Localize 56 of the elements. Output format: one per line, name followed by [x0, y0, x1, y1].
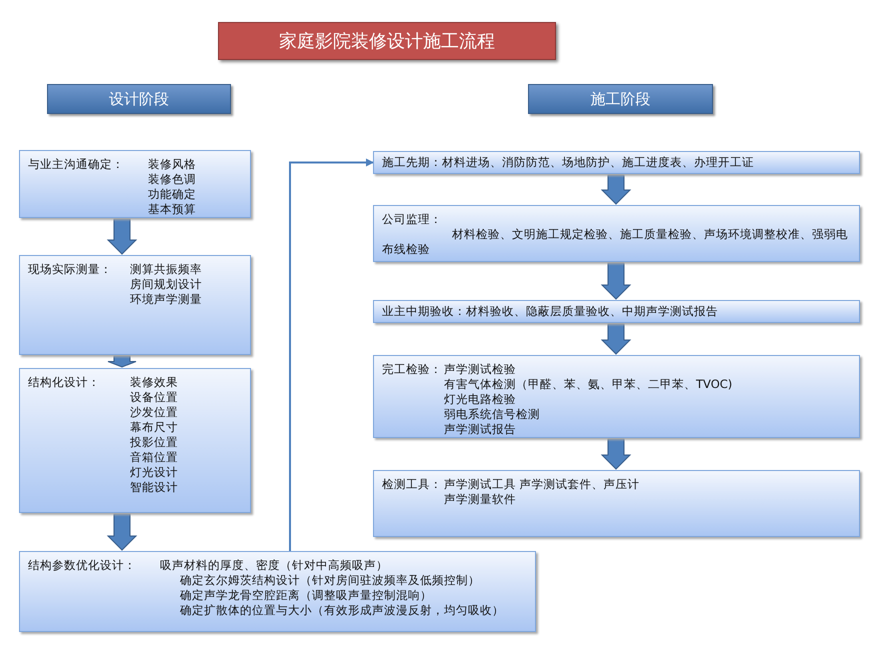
step-text: 确定声学龙骨空腔距离（调整吸声量控制混响） [180, 588, 432, 603]
step-text: 灯光电路检验 [444, 392, 516, 407]
process-box [373, 355, 860, 438]
step-text: 吸声材料的厚度、密度（针对中高频吸声） [160, 558, 388, 573]
step-text: 装修色调 [148, 172, 196, 187]
step-text: 基本预算 [148, 202, 196, 217]
stage-header: 设计阶段 [47, 84, 231, 114]
step-text: 业主中期验收：材料验收、隐蔽层质量验收、中期声学测试报告 [382, 304, 718, 319]
step-text: 设备位置 [130, 390, 178, 405]
process-box [19, 255, 251, 355]
title-box: 家庭影院装修设计施工流程 [218, 22, 556, 60]
step-text: 幕布尺寸 [130, 420, 178, 435]
step-text: 公司监理： [382, 212, 442, 227]
step-text: 投影位置 [130, 435, 178, 450]
step-text: 有害气体检测（甲醛、苯、氨、甲苯、二甲苯、TVOC) [444, 377, 732, 392]
arrow [106, 218, 138, 255]
step-text: 声学测试工具 声学测试套件、声压计 [444, 477, 640, 492]
process-box [19, 368, 251, 513]
arrow [289, 158, 374, 551]
arrow [106, 514, 138, 551]
arrow [600, 262, 632, 300]
step-text: 结构化设计： [28, 375, 100, 390]
stage-header: 施工阶段 [528, 84, 713, 114]
arrow [600, 324, 632, 355]
step-text: 测算共振频率 [130, 262, 202, 277]
process-box [373, 300, 860, 323]
arrow [108, 356, 136, 368]
step-text: 灯光设计 [130, 465, 178, 480]
process-box [19, 551, 536, 632]
step-text: 声学测试检验 [444, 362, 516, 377]
arrow [600, 438, 632, 470]
step-text: 智能设计 [130, 480, 178, 495]
step-text: 确定玄尔姆茨结构设计（针对房间驻波频率及低频控制） [180, 573, 480, 588]
step-text: 装修效果 [130, 375, 178, 390]
step-text: 施工先期：材料进场、消防防范、场地防护、施工进度表、办理开工证 [382, 155, 754, 170]
step-text: 音箱位置 [130, 450, 178, 465]
step-text: 检测工具： [382, 477, 442, 492]
step-text: 确定扩散体的位置与大小（有效形成声波漫反射，均匀吸收） [180, 603, 504, 618]
step-text: 环境声学测量 [130, 292, 202, 307]
process-box [373, 151, 860, 174]
process-box [373, 470, 860, 537]
step-text: 材料检验、文明施工规定检验、施工质量检验、声场环境调整校准、强弱电布线检验 [382, 227, 849, 257]
process-box [19, 150, 251, 218]
step-text: 结构参数优化设计： [28, 558, 136, 573]
step-text: 完工检验： [382, 362, 442, 377]
step-text: 声学测试报告 [444, 422, 516, 437]
step-text: 功能确定 [148, 187, 196, 202]
step-text: 沙发位置 [130, 405, 178, 420]
process-box [373, 205, 860, 262]
step-text: 装修风格 [148, 157, 196, 172]
step-text: 与业主沟通确定： [28, 157, 124, 172]
step-text: 现场实际测量： [28, 262, 112, 277]
step-text: 声学测量软件 [444, 492, 516, 507]
step-text: 房间规划设计 [130, 277, 202, 292]
arrow [600, 174, 632, 205]
step-text: 弱电系统信号检测 [444, 407, 540, 422]
